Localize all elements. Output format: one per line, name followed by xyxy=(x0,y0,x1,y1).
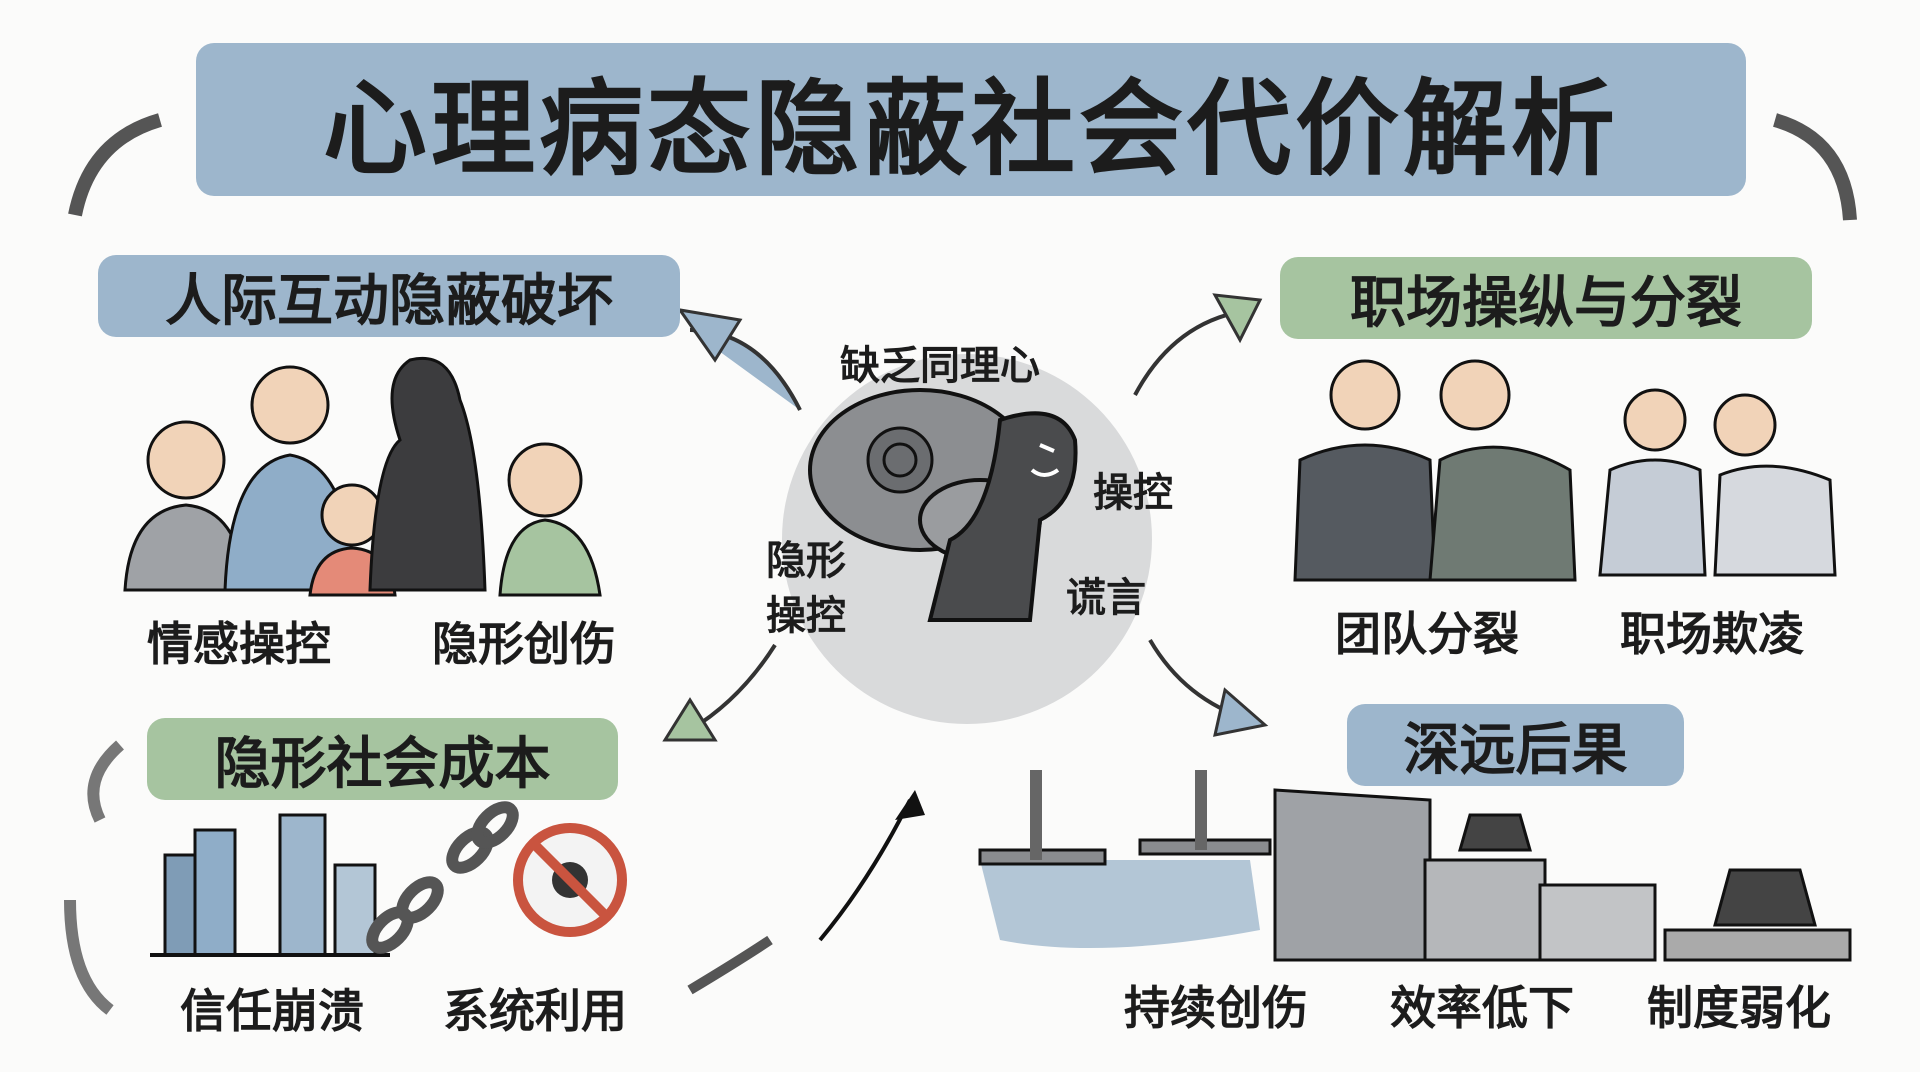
center-label-lies: 谎言 xyxy=(1066,575,1146,621)
section-header-consequences: 深远后果 xyxy=(1347,704,1684,786)
section-header-workplace: 职场操纵与分裂 xyxy=(1280,257,1812,339)
label-invisible-trauma: 隐形创伤 xyxy=(432,617,616,671)
center-label-manipulation: 操控 xyxy=(1093,470,1173,516)
city-illustration xyxy=(150,813,390,957)
family-illustration xyxy=(123,356,602,597)
section-header-social-cost: 隐形社会成本 xyxy=(147,718,618,800)
curved-arrow-top-right xyxy=(1772,113,1857,221)
weight-icon xyxy=(1458,813,1817,927)
broken-chain-icon xyxy=(366,801,519,954)
label-trust-collapse: 信任崩溃 xyxy=(180,984,364,1038)
curved-arrow-left-down xyxy=(64,899,114,1015)
page-title: 心理病态隐蔽社会代价解析 xyxy=(196,43,1746,196)
shadow-figure-icon xyxy=(927,411,1078,622)
center-label-invisible-2: 操控 xyxy=(766,593,846,639)
label-lasting-trauma: 持续创伤 xyxy=(1124,981,1308,1035)
prohibited-sign-icon xyxy=(513,823,627,937)
label-low-efficiency: 效率低下 xyxy=(1390,981,1574,1035)
label-institution-weakening: 制度弱化 xyxy=(1647,981,1831,1035)
label-emotional-manipulation: 情感操控 xyxy=(147,617,331,671)
broken-bridge-illustration xyxy=(978,770,1852,962)
label-workplace-bullying: 职场欺凌 xyxy=(1620,607,1804,661)
workplace-illustration xyxy=(1293,359,1837,582)
curved-arrow-bottom xyxy=(687,935,773,995)
arrow-up-icon xyxy=(818,799,912,942)
curved-arrow-left-up xyxy=(87,740,125,823)
label-system-exploitation: 系统利用 xyxy=(443,984,627,1038)
center-label-invisible-1: 隐形 xyxy=(766,538,846,584)
center-label-lack-empathy: 缺乏同理心 xyxy=(840,343,1040,389)
curved-arrow-top-left xyxy=(68,113,163,217)
label-team-split: 团队分裂 xyxy=(1335,607,1519,661)
arrow-to-social-cost xyxy=(688,643,777,732)
section-header-interpersonal: 人际互动隐蔽破坏 xyxy=(98,255,680,337)
